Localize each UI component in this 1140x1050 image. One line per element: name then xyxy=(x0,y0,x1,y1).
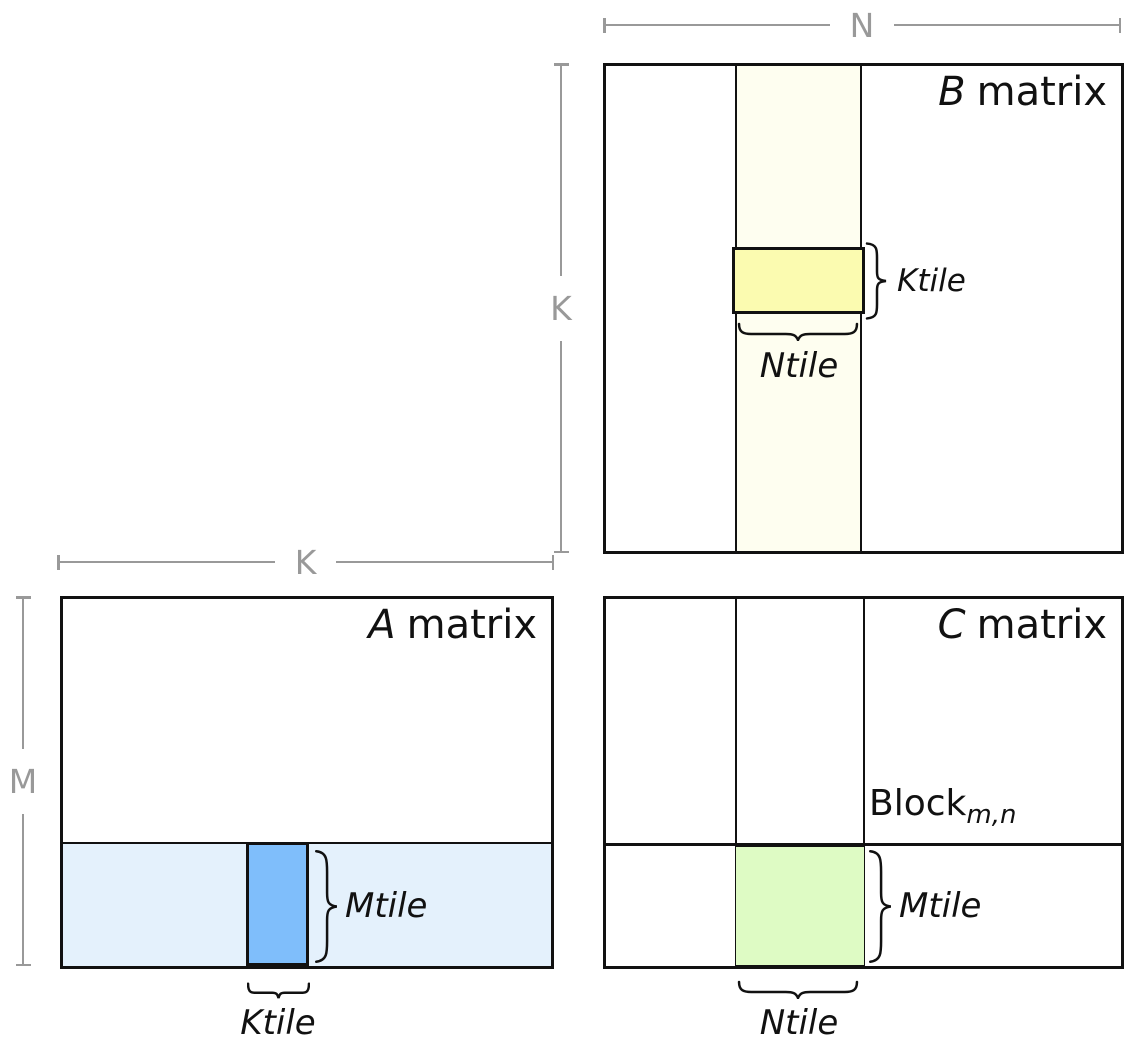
dimension-line-m: M xyxy=(8,596,38,966)
c-column-line-left xyxy=(735,599,737,966)
dimension-cap xyxy=(57,554,60,570)
b-ntile-label: Ntile xyxy=(759,346,839,386)
c-matrix-letter: C xyxy=(937,602,966,648)
c-column-line-right xyxy=(863,599,865,966)
a-matrix-letter: A xyxy=(368,602,396,648)
dimension-cap xyxy=(603,17,606,33)
ntile-underbrace-icon xyxy=(737,321,859,341)
dimension-label-m: M xyxy=(8,761,38,801)
b-matrix-word: matrix xyxy=(976,69,1107,115)
ktile-underbrace-icon xyxy=(247,981,310,999)
mtile-brace-icon xyxy=(867,849,893,964)
dimension-line-n: N xyxy=(603,5,1121,45)
dimension-label-k: K xyxy=(550,288,572,328)
c-block-text: Block xyxy=(869,783,967,824)
ntile-underbrace-icon xyxy=(737,979,859,999)
dimension-cap xyxy=(15,963,31,966)
dimension-label-n: N xyxy=(849,5,875,45)
dimension-cap xyxy=(15,596,31,599)
dimension-cap xyxy=(551,554,555,570)
dimension-segment xyxy=(336,560,552,564)
dimension-line-k-vertical: K xyxy=(546,63,576,553)
c-mtile-label: Mtile xyxy=(899,886,982,926)
c-block-subscript: m,n xyxy=(966,800,1017,831)
ktile-brace-icon xyxy=(864,242,888,320)
a-matrix-word: matrix xyxy=(406,602,537,648)
a-mtile-ktile-tile xyxy=(246,842,309,966)
dimension-cap xyxy=(553,63,569,66)
a-ktile-label: Ktile xyxy=(240,1003,316,1043)
c-ntile-label: Ntile xyxy=(759,1003,839,1043)
dimension-segment xyxy=(559,65,563,276)
mtile-brace-icon xyxy=(313,849,339,964)
b-matrix-letter: B xyxy=(938,69,966,115)
b-ktile-ntile-tile xyxy=(732,247,865,314)
dimension-segment xyxy=(21,813,25,964)
c-block-label: Blockm,n xyxy=(869,783,1016,828)
b-ktile-label: Ktile xyxy=(897,263,966,299)
dimension-segment xyxy=(894,23,1119,27)
dimension-cap xyxy=(553,550,569,553)
dimension-segment xyxy=(21,598,25,749)
dimension-segment xyxy=(605,23,830,27)
c-matrix-word: matrix xyxy=(976,602,1107,648)
dimension-cap xyxy=(1118,17,1121,33)
c-row-line xyxy=(606,843,1121,846)
a-mtile-label: Mtile xyxy=(345,886,428,926)
dimension-segment xyxy=(59,560,275,564)
dimension-label-k: K xyxy=(294,542,317,582)
dimension-line-k-horizontal: K xyxy=(57,542,555,582)
c-mtile-ntile-tile xyxy=(735,845,865,966)
dimension-segment xyxy=(559,340,563,551)
